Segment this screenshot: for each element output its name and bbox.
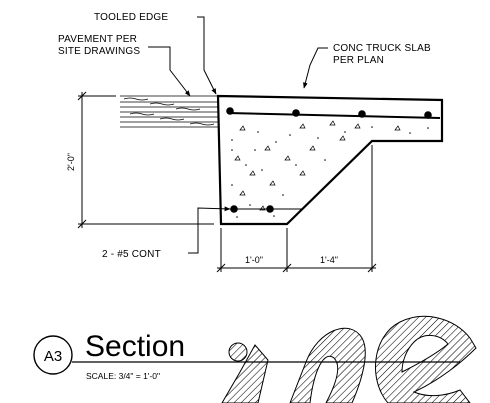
note-slab-line1: CONC TRUCK SLAB [333,43,431,54]
dimension-width-right: 1'-4" [320,255,338,265]
note-pavement-line1: PAVEMENT PER [58,34,137,45]
slab-top-rebar-line [227,112,441,119]
note-slab-line2: PER PLAN [333,55,384,66]
note-rebar: 2 - #5 CONT [102,249,161,260]
dimension-width-left: 1'-0" [245,255,263,265]
pavement-hatch [120,95,218,128]
note-tooled-edge: TOOLED EDGE [94,12,168,23]
detail-tag-circle [33,335,73,375]
concrete-dots [231,126,429,218]
dimension-height-label: 2'-0" [66,153,76,171]
concrete-stipple [234,120,401,211]
dimension-widths [216,145,377,273]
dimension-height [77,91,214,229]
watermark-graphic [221,315,477,403]
leaders [148,16,328,254]
section-title: Section [85,330,185,363]
note-pavement-line2: SITE DRAWINGS [58,46,140,57]
scale-note: SCALE: 3/4" = 1'-0" [86,371,160,381]
detail-tag: A3 [44,348,62,365]
